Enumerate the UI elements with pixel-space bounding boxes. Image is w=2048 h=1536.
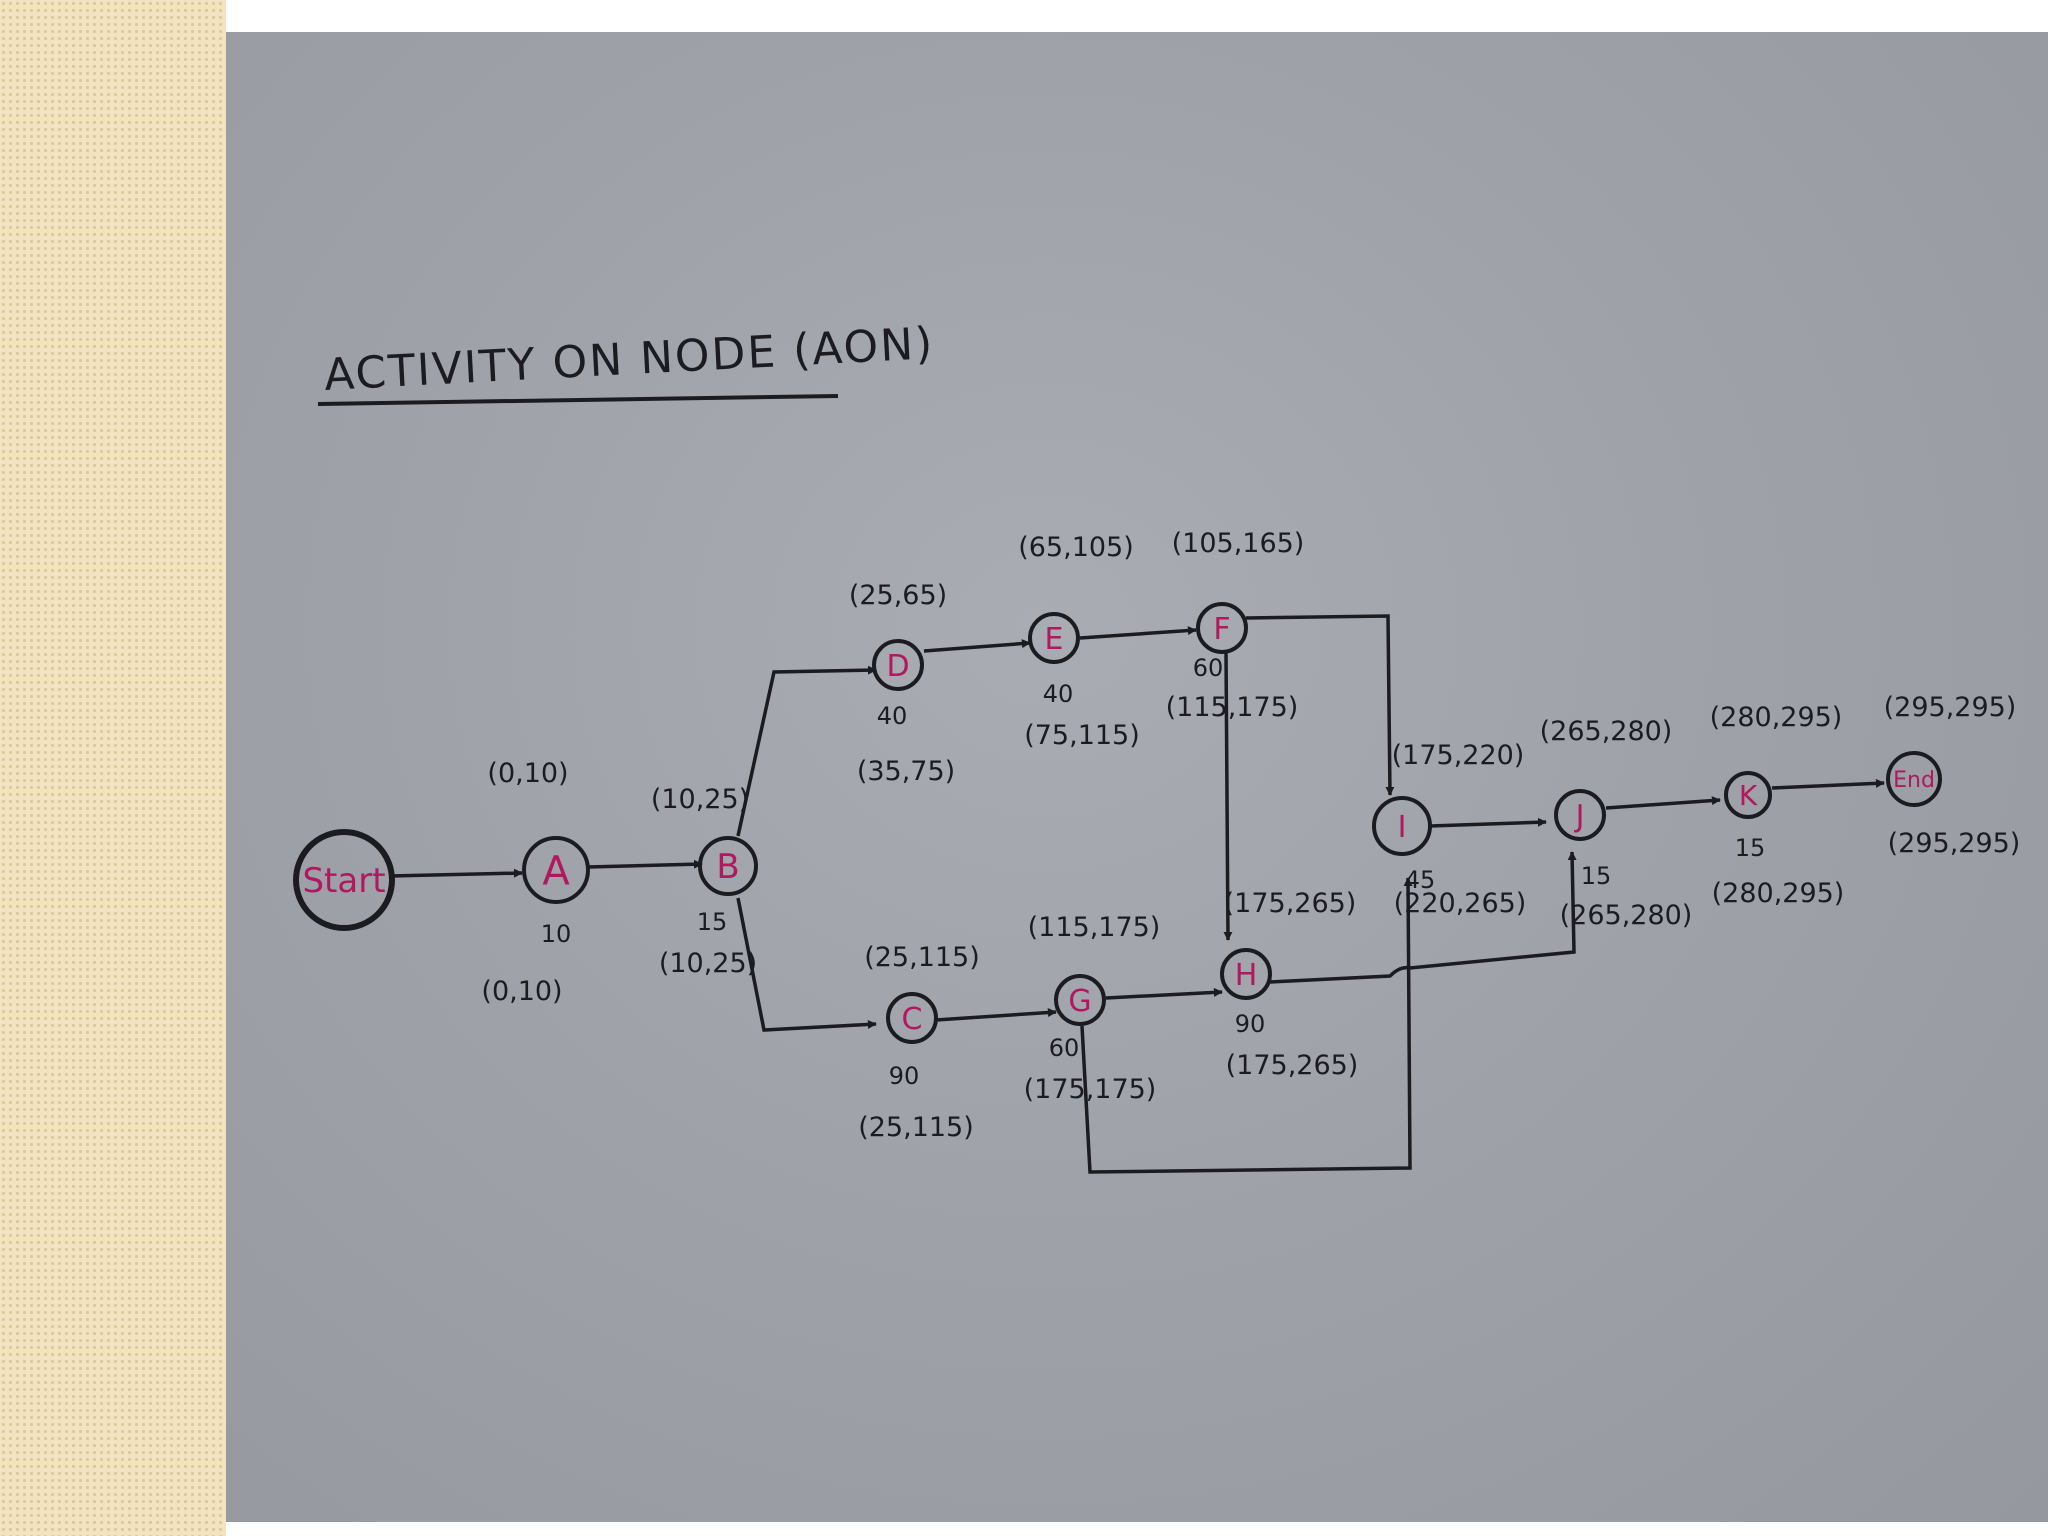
node-j-bottom-text: (265,280)	[1560, 900, 1693, 931]
edge-f-i	[1245, 614, 1395, 796]
node-f-bottom-text: (115,175)	[1166, 692, 1299, 723]
node-k-label: K	[1739, 779, 1758, 812]
node-e-circle	[1028, 612, 1080, 664]
node-i-duration-text: 45	[1405, 866, 1436, 894]
edge-i-j	[1429, 817, 1547, 828]
node-b-label: B	[716, 847, 739, 887]
node-end-circle	[1886, 751, 1942, 807]
node-end-label: End	[1893, 768, 1935, 793]
edge-g-h	[1105, 987, 1223, 1000]
node-i-top-text: (175,220)	[1392, 740, 1525, 771]
edge-b-c	[736, 897, 877, 1032]
node-end-bottom-text: (295,295)	[1888, 828, 2021, 859]
node-k-top-text: (280,295)	[1710, 702, 1843, 733]
node-j-label: J	[1574, 799, 1585, 834]
decorative-sidebar	[0, 0, 226, 1536]
node-h-label: H	[1235, 958, 1258, 993]
node-b-circle	[698, 836, 758, 896]
node-h-circle	[1220, 948, 1272, 1000]
node-h-bottom-text: (175,265)	[1226, 1050, 1359, 1081]
edge-c-g	[935, 1008, 1057, 1022]
diagram-title: ACTIVITY ON NODE (AON)	[323, 318, 936, 401]
node-g-top-text: (115,175)	[1028, 912, 1161, 943]
node-b-top-text: (10,25)	[651, 784, 749, 815]
node-f-circle	[1196, 602, 1248, 654]
node-c-duration-text: 90	[889, 1062, 920, 1090]
node-c-top-text: (25,115)	[864, 942, 980, 973]
node-g-circle	[1054, 974, 1106, 1026]
node-j-top-text: (265,280)	[1540, 716, 1673, 747]
node-b-duration-text: 15	[697, 908, 728, 936]
node-j-duration-text: 15	[1581, 862, 1612, 890]
labels-layer: (0,10) 10 (0,10) (10,25) 15 (10,25) (25,115) 90…	[481, 528, 2020, 1143]
node-c-label: C	[902, 1002, 923, 1037]
edge-b-d	[736, 665, 877, 837]
node-f-label: F	[1213, 612, 1230, 647]
node-a-top-text: (0,10)	[487, 758, 568, 789]
node-i-bottom-text: (220,265)	[1394, 888, 1527, 919]
edge-a-b	[587, 859, 703, 869]
node-start-label: Start	[302, 861, 385, 901]
edge-k-end	[1771, 778, 1885, 790]
title-underline	[317, 394, 839, 406]
node-k-circle	[1724, 771, 1772, 819]
node-h-top-text: (175,265)	[1224, 888, 1357, 919]
edge-j-k	[1605, 796, 1721, 810]
node-d-bottom-text: (35,75)	[857, 756, 955, 787]
node-j-circle	[1554, 789, 1606, 841]
nodes-layer: Start A B C D E F G H I J K End	[293, 602, 1942, 1044]
node-f-top-text: (105,165)	[1172, 528, 1305, 559]
node-g-duration-text: 60	[1049, 1034, 1080, 1062]
node-d-label: D	[886, 649, 909, 684]
node-a-bottom-text: (0,10)	[481, 976, 562, 1007]
node-c-bottom-text: (25,115)	[858, 1112, 974, 1143]
node-k-bottom-text: (280,295)	[1712, 878, 1845, 909]
edge-h-j	[1269, 851, 1577, 984]
edge-g-i	[1080, 877, 1413, 1174]
node-a-label: A	[542, 848, 570, 894]
node-start-circle	[293, 829, 395, 931]
node-d-duration-text: 40	[877, 702, 908, 730]
node-f-duration-text: 60	[1193, 654, 1224, 682]
node-g-label: G	[1068, 984, 1091, 1019]
node-h-duration-text: 90	[1235, 1010, 1266, 1038]
node-e-duration-text: 40	[1043, 680, 1074, 708]
node-d-top-text: (25,65)	[849, 580, 947, 611]
node-b-bottom-text: (10,25)	[659, 948, 757, 979]
node-e-bottom-text: (75,115)	[1024, 720, 1140, 751]
node-c-circle	[886, 992, 938, 1044]
whiteboard-photo	[226, 32, 2048, 1522]
node-i-label: I	[1398, 810, 1407, 845]
node-e-label: E	[1045, 622, 1064, 657]
edge-e-f	[1079, 626, 1197, 640]
node-k-duration-text: 15	[1735, 834, 1766, 862]
node-e-top-text: (65,105)	[1018, 532, 1134, 563]
node-i-circle	[1372, 796, 1432, 856]
node-d-circle	[872, 639, 924, 691]
node-a-duration-text: 10	[541, 920, 572, 948]
edge-d-e	[923, 639, 1031, 653]
edge-start-a	[389, 868, 523, 878]
edge-f-h	[1223, 651, 1233, 941]
node-g-bottom-text: (175,175)	[1024, 1074, 1157, 1105]
node-end-top-text: (295,295)	[1884, 692, 2017, 723]
node-a-circle	[522, 836, 590, 904]
